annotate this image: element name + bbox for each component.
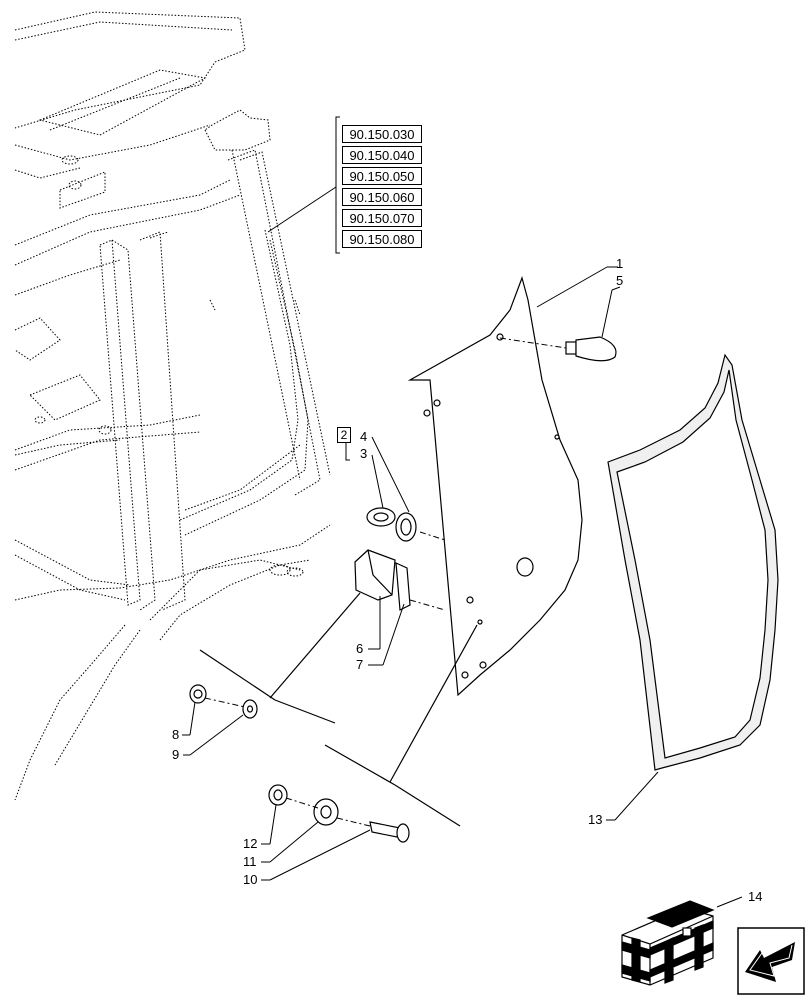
callout-11: 11 <box>243 854 257 869</box>
reference-code[interactable]: 90.150.080 <box>342 230 422 248</box>
grommet-part <box>366 507 417 542</box>
cab-frame-drawing <box>14 11 331 801</box>
callout-14: 14 <box>748 889 763 904</box>
callout-9: 9 <box>172 747 180 762</box>
callout-10: 10 <box>243 872 258 887</box>
callout-8: 8 <box>172 727 180 742</box>
reference-code[interactable]: 90.150.070 <box>342 209 422 227</box>
bulb-part <box>565 336 617 362</box>
glass-pane <box>607 353 779 771</box>
fastener-set <box>268 784 410 843</box>
assembly-lines <box>204 337 567 827</box>
callout-12: 12 <box>243 836 258 851</box>
callout-7: 7 <box>356 657 364 672</box>
nut-washer-part <box>189 684 258 719</box>
section-lines <box>199 592 478 827</box>
kit-crate-icon <box>621 900 715 986</box>
leader-lines <box>182 266 743 908</box>
callout-3: 3 <box>360 446 368 461</box>
rear-panel <box>407 276 583 697</box>
block-part <box>354 549 411 611</box>
reference-code[interactable]: 90.150.030 <box>342 125 422 143</box>
reference-code[interactable]: 90.150.040 <box>342 146 422 164</box>
callout-1: 1 <box>616 256 624 271</box>
callout-4: 4 <box>360 429 368 444</box>
callout-13: 13 <box>588 812 603 827</box>
navigation-arrow-icon[interactable] <box>737 927 805 995</box>
callout-5: 5 <box>616 273 624 288</box>
reference-code[interactable]: 90.150.060 <box>342 188 422 206</box>
reference-code[interactable]: 90.150.050 <box>342 167 422 185</box>
callout-6: 6 <box>356 641 364 656</box>
reference-bracket <box>267 116 340 254</box>
callout-2: 2 <box>337 427 351 443</box>
